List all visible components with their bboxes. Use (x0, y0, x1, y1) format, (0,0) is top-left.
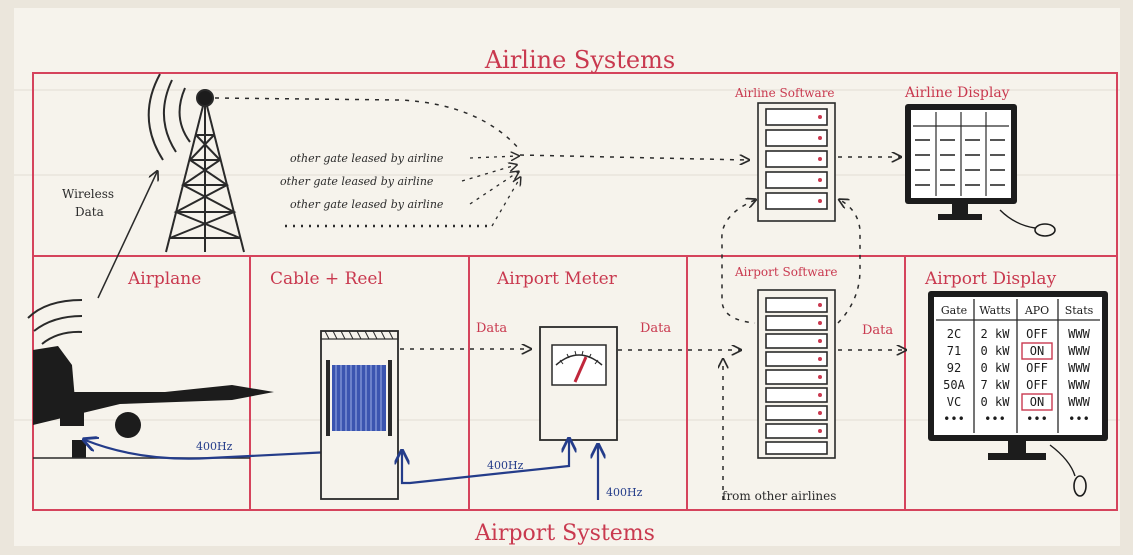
display-cell: 0 kW (981, 361, 1011, 375)
airport-meter-label: Airport Meter (496, 269, 618, 289)
power-cable-meter-reel (402, 440, 569, 485)
display-header-cell: Gate (941, 304, 967, 317)
display-cell: 0 kW (981, 395, 1011, 409)
radio-tower-icon (147, 73, 245, 253)
airport-display-monitor: Gate Watts APO Stats 2C 2 kW OFF WWW 71 0 kW ON WW… (928, 291, 1108, 497)
display-cell: ••• (1068, 412, 1090, 426)
airplane-icon (27, 299, 274, 458)
airplane-label: Airplane (127, 269, 201, 289)
hz-meter-left-label: 400Hz (487, 459, 524, 472)
airline-display-monitor-icon (905, 104, 1056, 237)
display-cell: 92 (947, 361, 961, 375)
airline-software-server-icon (757, 102, 836, 222)
svg-text:other gate leased by airline: other gate leased by airline (290, 198, 444, 211)
display-header-cell: Watts (979, 304, 1011, 317)
display-cell: WWW (1068, 361, 1090, 375)
airline-display-label: Airline Display (904, 85, 1010, 101)
airport-software-server-icon (757, 289, 836, 459)
display-cell: WWW (1068, 395, 1090, 409)
cable-reel-icon (320, 330, 399, 500)
display-cell: ••• (1026, 412, 1048, 426)
display-cell: WWW (1068, 378, 1090, 392)
display-cell: 2 kW (981, 327, 1011, 341)
airport-systems-title: Airport Systems (474, 521, 655, 546)
cable-reel-label: Cable + Reel (270, 269, 383, 289)
display-cell: 0 kW (981, 344, 1011, 358)
svg-text:Data: Data (75, 205, 104, 219)
airport-display-label: Airport Display (924, 269, 1057, 289)
other-gates-list: other gate leased by airline other gate … (280, 152, 520, 228)
display-cell: 71 (947, 344, 961, 358)
display-cell: WWW (1068, 327, 1090, 341)
hz-meter-in-label: 400Hz (606, 486, 643, 499)
display-cell: OFF (1026, 361, 1048, 375)
airport-display-rows: 2C 2 kW OFF WWW 71 0 kW ON WWW 92 0 kW OFF WWW 50A 7 … (943, 327, 1090, 426)
data-arrow-to-airline-software (519, 154, 748, 160)
data-software-out-label: Data (862, 323, 893, 338)
display-cell: 2C (947, 327, 961, 341)
display-cell: VC (947, 395, 961, 409)
display-cell: 7 kW (981, 378, 1011, 392)
display-cell: 50A (943, 378, 965, 392)
mouse-icon (1073, 475, 1087, 497)
wireless-arrow (97, 172, 157, 299)
data-meter-out-label: Data (640, 321, 671, 336)
data-arrow-tower (214, 97, 521, 151)
display-header-cell: Stats (1065, 304, 1094, 317)
wireless-data-label: Wireless Data (62, 187, 114, 219)
display-cell: ••• (984, 412, 1006, 426)
svg-text:Wireless: Wireless (62, 187, 114, 201)
frame-lines (32, 72, 1118, 511)
hz-plane-label: 400Hz (196, 440, 233, 453)
outer-frame (32, 72, 1118, 511)
svg-text:other gate leased by airline: other gate leased by airline (290, 152, 444, 165)
display-cell: WWW (1068, 344, 1090, 358)
airport-server-lights (818, 303, 822, 433)
on-highlight-box (1021, 342, 1053, 360)
display-cell: ••• (943, 412, 965, 426)
display-header-cell: APO (1024, 304, 1049, 317)
display-cell: OFF (1026, 378, 1048, 392)
sync-arrow-left (721, 200, 755, 324)
airline-software-label: Airline Software (734, 86, 835, 100)
airline-server-lights (818, 115, 822, 203)
display-cell: OFF (1026, 327, 1048, 341)
airport-display-headers: Gate Watts APO Stats (941, 304, 1094, 317)
from-other-airlines-label: from other airlines (722, 489, 836, 503)
svg-text:other gate leased by airline: other gate leased by airline (280, 175, 434, 188)
airport-software-label: Airport Software (734, 265, 838, 279)
display-cell: ON (1030, 344, 1044, 358)
display-cell: ON (1030, 395, 1044, 409)
on-highlight-box (1021, 393, 1053, 411)
data-meter-in-label: Data (476, 321, 507, 336)
airport-meter-icon (539, 326, 618, 441)
airline-systems-title: Airline Systems (484, 46, 675, 74)
